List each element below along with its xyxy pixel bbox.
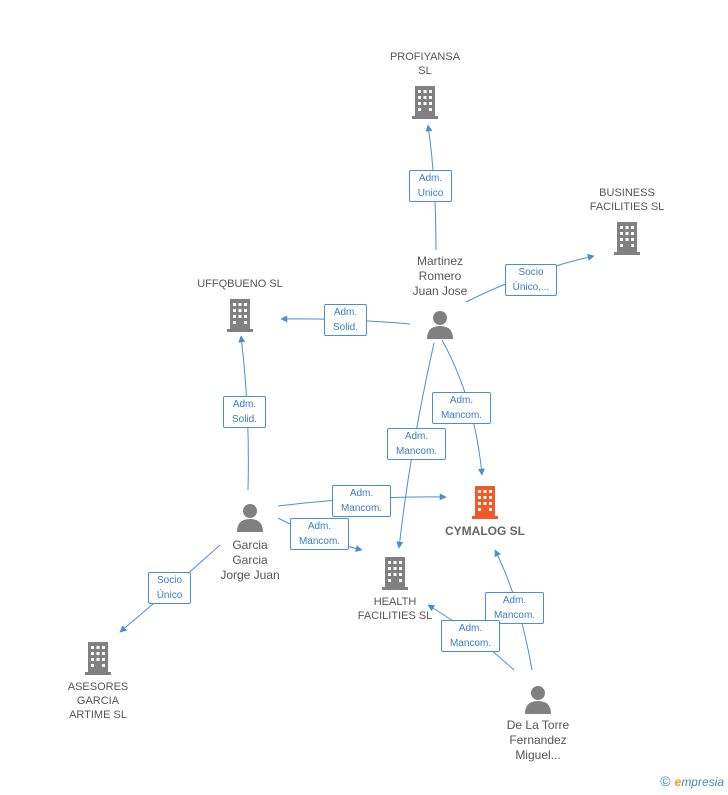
node-uffqbueno[interactable]: UFFQBUENO SL: [185, 277, 295, 333]
node-asesores[interactable]: ASESORES GARCIA ARTIME SL: [48, 640, 148, 722]
node-label: HEALTH FACILITIES SL: [357, 596, 433, 622]
edge-label-adm-solid-martinez[interactable]: Adm. Solid.: [324, 304, 367, 336]
edge-label-adm-unico[interactable]: Adm. Unico: [409, 170, 452, 202]
node-martinez[interactable]: Martinez Romero Juan Jose: [390, 254, 490, 339]
edge-label-adm-mancom-delatorre-cymalog[interactable]: Adm. Mancom.: [485, 592, 544, 624]
person-icon: [237, 504, 263, 532]
copyright-icon: ©: [660, 773, 671, 789]
person-icon: [427, 311, 453, 339]
brand-first-letter: e: [674, 775, 682, 789]
node-profiyansa[interactable]: PROFIYANSA SL: [375, 50, 475, 120]
node-label: De La Torre Fernandez Miguel...: [506, 718, 570, 762]
node-garcia[interactable]: Garcia Garcia Jorge Juan: [200, 502, 300, 583]
building-icon: [85, 642, 111, 675]
node-cymalog[interactable]: CYMALOG SL: [430, 484, 540, 538]
brand-name: mpresia: [681, 775, 724, 789]
edge-label-adm-mancom-delatorre-health[interactable]: Adm. Mancom.: [441, 620, 500, 652]
edge-label-adm-mancom-martinez-cymalog[interactable]: Adm. Mancom.: [432, 392, 491, 424]
building-icon: [614, 222, 640, 255]
node-label: CYMALOG SL: [445, 524, 525, 538]
node-health-facilities[interactable]: HEALTH FACILITIES SL: [345, 555, 445, 623]
node-delatorre[interactable]: De La Torre Fernandez Miguel...: [488, 684, 588, 763]
edge-label-adm-mancom-martinez-health[interactable]: Adm. Mancom.: [387, 428, 446, 460]
node-label: ASESORES GARCIA ARTIME SL: [67, 681, 129, 721]
node-label: Martinez Romero Juan Jose: [412, 254, 468, 298]
node-label: BUSINESS FACILITIES SL: [589, 187, 665, 213]
building-icon: [227, 299, 253, 332]
building-icon: [472, 486, 498, 519]
node-label: UFFQBUENO SL: [197, 278, 283, 290]
node-label: PROFIYANSA SL: [389, 51, 461, 77]
edge-label-adm-solid-garcia[interactable]: Adm. Solid.: [223, 396, 266, 428]
empresia-brand[interactable]: ©empresia: [660, 773, 724, 789]
edge-label-socio-unico-business[interactable]: Socio Único,...: [505, 264, 557, 296]
edge-label-adm-mancom-garcia-health[interactable]: Adm. Mancom.: [290, 518, 349, 550]
node-business-facilities[interactable]: BUSINESS FACILITIES SL: [572, 186, 682, 256]
node-label: Garcia Garcia Jorge Juan: [220, 538, 280, 582]
person-icon: [525, 686, 551, 714]
building-icon: [412, 86, 438, 119]
edge-label-socio-unico-asesores[interactable]: Socio Único: [148, 572, 191, 604]
edge-label-adm-mancom-garcia-cymalog[interactable]: Adm. Mancom.: [332, 485, 391, 517]
building-icon: [382, 557, 408, 590]
